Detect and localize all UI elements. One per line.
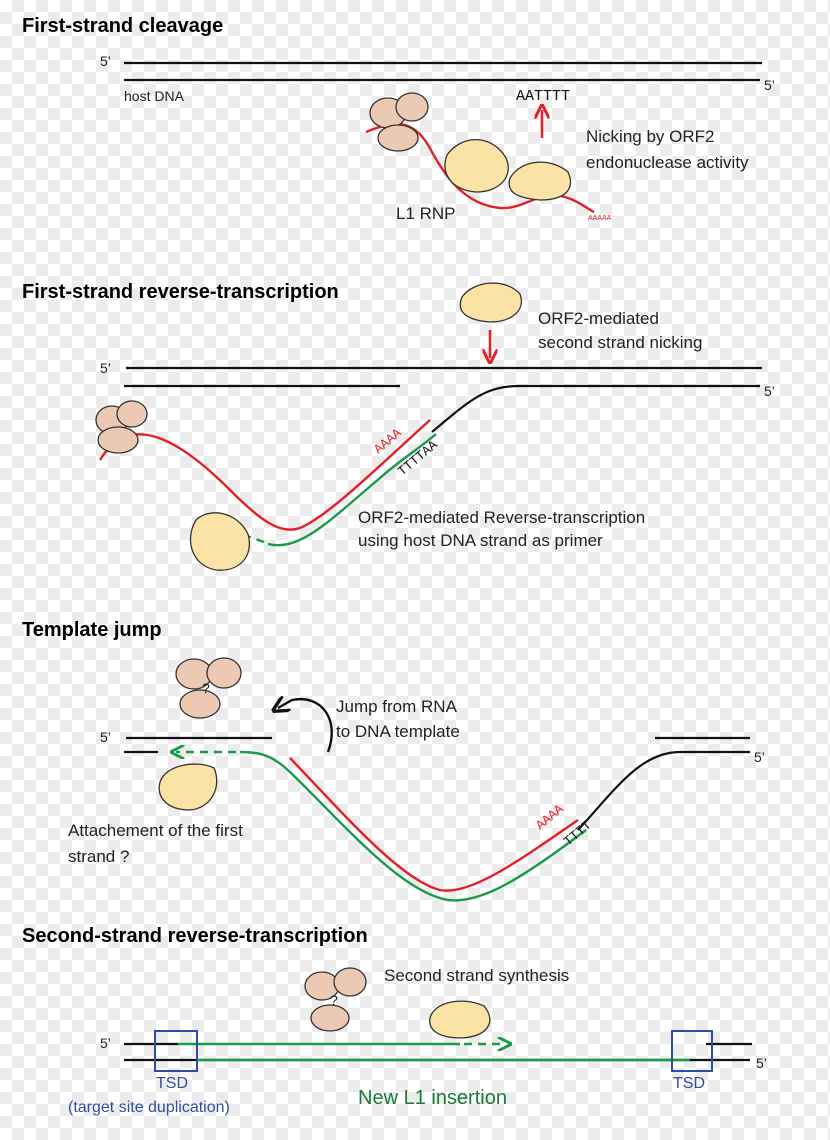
- polya-label: AAAA: [371, 425, 405, 457]
- ribosome-icon: [395, 92, 429, 122]
- polya-tail: AAAAA: [588, 215, 612, 222]
- t-run-label: TTTTAA: [395, 437, 441, 479]
- l1-rna: [289, 757, 579, 892]
- host-dna-bottom-right: [577, 750, 750, 831]
- polya-label: AAAA: [533, 801, 567, 833]
- five-prime-label: 5’: [764, 77, 775, 93]
- jump-label-line1: Jump from RNA: [336, 697, 458, 716]
- ribosome-icon: [310, 1004, 350, 1032]
- tsd-label-right: TSD: [673, 1075, 705, 1092]
- ribosome-icon: [333, 967, 367, 997]
- host-dna-label: host DNA: [124, 88, 185, 104]
- tsd-box-left: [154, 1030, 198, 1072]
- first-strand-cdna: [239, 750, 587, 902]
- ribosome-icon: [206, 657, 242, 689]
- question-mark: ?: [202, 680, 210, 696]
- orf2-protein-icon: [444, 138, 509, 193]
- panel-second-strand-reverse-transcription: Second-strand reverse-transcription ? Se…: [22, 925, 767, 1116]
- question-mark: ?: [330, 992, 338, 1008]
- tsd-label-left: TSD: [156, 1075, 188, 1092]
- tsd-description: (target site duplication): [68, 1099, 230, 1116]
- rnp-label: L1 RNP: [396, 204, 456, 223]
- panel-first-strand-cleavage: First-strand cleavage 5’ 5’ host DNA AAT…: [22, 15, 775, 223]
- second-nick-label-line2: second strand nicking: [538, 333, 702, 352]
- tsd-box-right: [671, 1030, 713, 1072]
- orf2-protein-icon: [158, 763, 218, 811]
- attach-label-line1: Attachement of the first: [68, 821, 243, 840]
- panel-template-jump: Template jump ? Jump from RNA to DNA tem…: [22, 619, 765, 902]
- panel-title: First-strand reverse-transcription: [22, 281, 339, 303]
- jump-arrow-icon: [278, 699, 333, 753]
- orf2-protein-icon: [508, 161, 572, 201]
- ribosome-icon: [179, 689, 221, 719]
- five-prime-label: 5’: [756, 1055, 767, 1071]
- orf2-protein-icon: [429, 1000, 491, 1039]
- jump-label-line2: to DNA template: [336, 722, 460, 741]
- five-prime-label: 5’: [100, 53, 111, 69]
- five-prime-label: 5’: [100, 1035, 111, 1051]
- ribosome-icon: [97, 426, 139, 454]
- rt-label-line2: using host DNA strand as primer: [358, 531, 603, 550]
- host-dna-bottom-strand-right: [431, 384, 760, 433]
- new-insertion-label: New L1 insertion: [358, 1087, 507, 1109]
- nicking-label-line2: endonuclease activity: [586, 153, 749, 172]
- panel-title: Second-strand reverse-transcription: [22, 925, 368, 947]
- l1-rna: [98, 419, 431, 531]
- orf2-protein-icon: [189, 512, 250, 571]
- five-prime-label: 5’: [100, 360, 111, 376]
- t-run-label: TTTT: [561, 817, 595, 849]
- ribosome-icon: [116, 400, 148, 428]
- ribosome-icon: [377, 124, 419, 152]
- synthesis-label: Second strand synthesis: [384, 966, 569, 985]
- panel-title: First-strand cleavage: [22, 15, 223, 37]
- attach-label-line2: strand ?: [68, 847, 129, 866]
- orf2-protein-icon: [459, 282, 522, 323]
- panel-title: Template jump: [22, 619, 162, 641]
- five-prime-label: 5’: [100, 729, 111, 745]
- second-nick-label-line1: ORF2-mediated: [538, 309, 659, 328]
- five-prime-label: 5’: [754, 749, 765, 765]
- rt-label-line1: ORF2-mediated Reverse-transcription: [358, 508, 645, 527]
- panel-first-strand-reverse-transcription: First-strand reverse-transcription ORF2-…: [22, 281, 775, 571]
- five-prime-label: 5’: [764, 383, 775, 399]
- cleavage-motif: AATTTT: [516, 88, 570, 105]
- nicking-label-line1: Nicking by ORF2: [586, 127, 714, 146]
- first-strand-cdna: [267, 433, 437, 547]
